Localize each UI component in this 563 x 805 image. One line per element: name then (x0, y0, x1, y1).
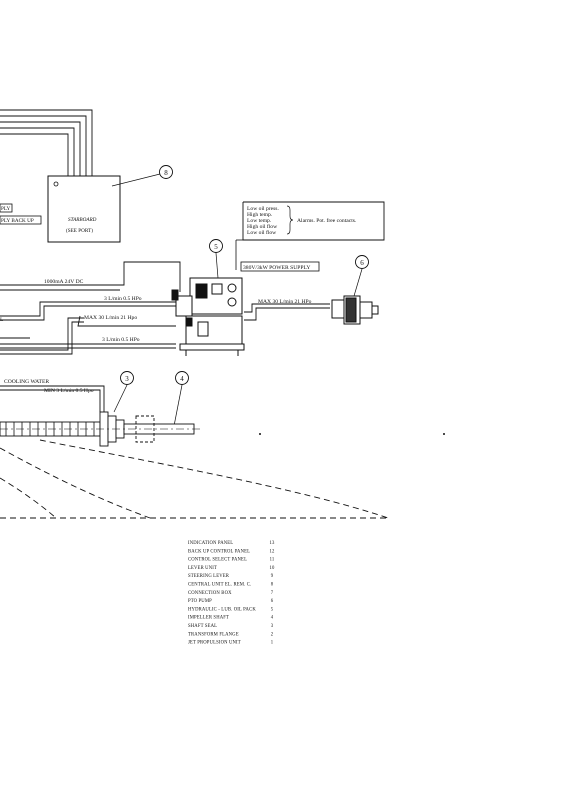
hull-outline (0, 439, 389, 519)
legend-item-number: 8 (271, 583, 274, 588)
indicator-lamp-icon (53, 181, 59, 187)
alarm-item-1: Low oil press. (247, 206, 279, 212)
callout-8: 8 (111, 165, 173, 187)
marker-dot-icon (259, 433, 261, 435)
legend-item-number: 3 (271, 624, 274, 629)
starboard-central-unit: STARBOARD (SEE PORT) (47, 175, 121, 243)
flow-label-top: 3 L/min 0.5 HPo (104, 296, 142, 302)
callout-4-number: 4 (180, 375, 184, 383)
ply-backup-tag: PLY BACK UP (0, 215, 42, 225)
flow-label-max-right: MAX 30 L/min 21 HPo (258, 299, 312, 305)
callout-5: 5 (209, 239, 223, 279)
legend-item-number: 2 (271, 632, 274, 637)
callout-3: 3 (113, 371, 134, 413)
legend-item-number: 11 (270, 558, 275, 563)
legend-item-number: 4 (271, 616, 274, 621)
alarm-item-3: Low temp. (247, 218, 272, 224)
legend-item-name: CONNECTION BOX (188, 591, 232, 596)
dc-label: 1000mA 24V DC (44, 279, 84, 285)
legend-item-name: HYDRAULIC - LUB. OIL PACK (188, 607, 256, 612)
ply-tag: PLY (0, 203, 13, 213)
alarm-box: Low oil press. High temp. Low temp. High… (235, 201, 385, 270)
legend-item-number: 12 (270, 549, 275, 554)
legend-item-number: 5 (271, 607, 274, 612)
callout-8-number: 8 (164, 169, 168, 177)
legend-item-name: JET PROPULSION UNIT (188, 641, 241, 646)
ply-tag-label: PLY (1, 206, 11, 212)
legend-item-name: TRANSFORM FLANGE (188, 632, 239, 637)
alarm-note: Alarms. Pot. free contacts. (297, 217, 357, 224)
hydraulic-oil-pack (171, 277, 245, 356)
cooling-label: COOLING WATER (4, 379, 49, 385)
legend-item-number: 10 (270, 566, 275, 571)
callout-5-number: 5 (214, 243, 218, 251)
ply-backup-label: PLY BACK UP (1, 218, 34, 224)
flow-label-max-left: MAX 30 L/min 21 Hpo (84, 315, 137, 321)
starboard-note: (SEE PORT) (66, 227, 93, 234)
legend-item-name: CENTRAL UNIT EL. REM. C. (188, 583, 251, 588)
power-supply-label: 380V/3kW POWER SUPPLY (243, 265, 310, 271)
legend-item-name: BACK UP CONTROL PANEL (188, 549, 250, 554)
alarm-item-4: High oil flow (247, 223, 278, 230)
cooling-min-label: MIN 3 L/min 0.5 Hpo (44, 388, 94, 394)
starboard-label: STARBOARD (68, 217, 97, 223)
callout-6: 6 (353, 255, 369, 297)
callout-4: 4 (173, 371, 189, 427)
marker-dot-icon (443, 433, 445, 435)
legend-item-name: INDICATION PANEL (188, 541, 233, 546)
alarm-item-5: Low oil flow (247, 229, 277, 236)
legend-item-number: 13 (270, 541, 275, 546)
impeller-shaft (0, 411, 200, 447)
flow-label-bottom: 3 L/min 0.5 HPo (102, 337, 140, 343)
cable-bundle-top (0, 109, 93, 176)
callout-6-number: 6 (360, 259, 364, 267)
dc-cable (0, 261, 181, 292)
cooling-line (0, 385, 105, 412)
brace-icon (286, 205, 294, 235)
alarm-item-2: High temp. (247, 212, 273, 218)
legend-item-number: 6 (271, 599, 274, 604)
legend-item-name: SHAFT SEAL (188, 624, 217, 629)
pto-pump (331, 295, 379, 325)
legend-item-name: IMPELLER SHAFT (188, 616, 229, 621)
legend-item-name: CONTROL SELECT PANEL (188, 558, 247, 563)
stub-label: L (0, 317, 4, 323)
legend-item-number: 7 (271, 591, 274, 596)
legend-item-name: STEERING LEVER (188, 574, 230, 579)
legend-item-name: LEVER UNIT (188, 566, 217, 571)
hydraulic-lines (0, 301, 330, 355)
callout-3-number: 3 (125, 375, 129, 383)
legend-item-name: PTO PUMP (188, 599, 212, 604)
power-supply-tag: 380V/3kW POWER SUPPLY (240, 261, 320, 272)
legend-item-number: 1 (271, 641, 274, 646)
legend-item-number: 9 (271, 574, 274, 579)
